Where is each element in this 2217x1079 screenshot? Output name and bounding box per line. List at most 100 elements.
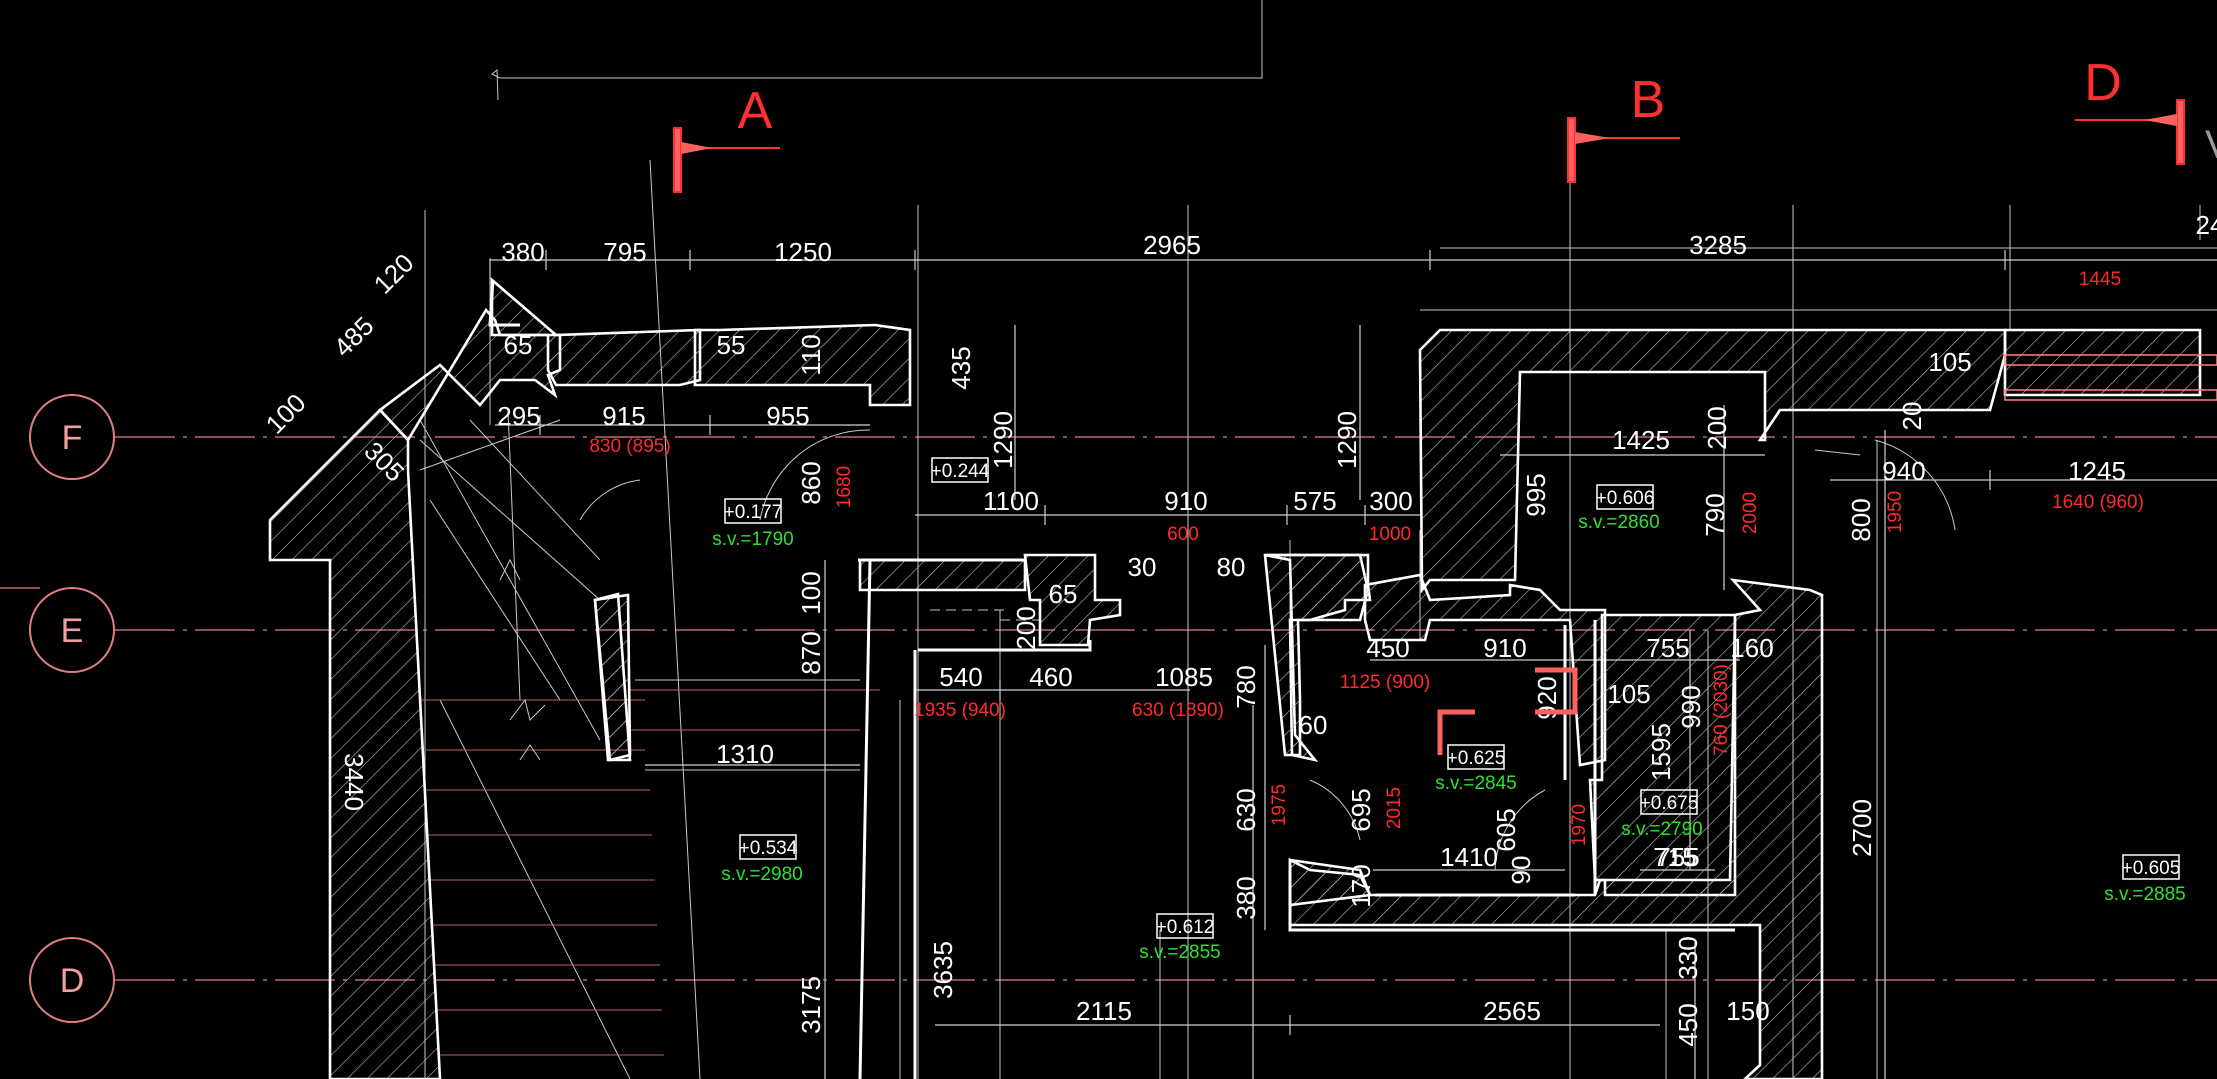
dim-text: 870: [796, 631, 826, 674]
dim-text: 80: [1217, 552, 1246, 582]
dim-text: 120: [368, 248, 420, 300]
dim-text: 3285: [1689, 230, 1747, 260]
red-dim-text: 1640 (960): [2052, 492, 2144, 513]
level-value: +0.244: [931, 461, 990, 482]
dim-text: 1085: [1155, 662, 1213, 692]
section-label-b: B: [1631, 71, 1666, 129]
level-marker: +0.625 s.v.=2845: [1435, 744, 1517, 794]
dim-text: 800: [1846, 498, 1876, 541]
red-dim-text: 760 (2030): [1711, 664, 1732, 756]
dim-text: 24: [2196, 210, 2217, 240]
section-markers: [673, 99, 2185, 193]
axis-bubble-f: [29, 394, 115, 480]
red-dim-text: 1950: [1885, 491, 1906, 533]
dim-text: 110: [796, 334, 826, 375]
window-north: [2004, 354, 2217, 401]
dim-text: 60: [1299, 710, 1328, 740]
dim-text: 755: [1656, 842, 1699, 872]
dim-text: 170: [1346, 864, 1376, 907]
dim-text: 295: [497, 401, 540, 431]
red-dim-text: 830 (895): [589, 436, 670, 457]
red-dim-text: 2000: [1740, 492, 1761, 534]
red-dim-text: 600: [1167, 524, 1199, 545]
section-mark-b: [1567, 117, 1576, 183]
dim-text: 1425: [1612, 425, 1670, 455]
dimension-lines: [489, 250, 2217, 1079]
dim-text: 3635: [928, 941, 958, 999]
dim-text: 150: [1726, 996, 1769, 1026]
level-value: +0.612: [1156, 917, 1215, 938]
dim-text: 105: [1928, 347, 1971, 377]
dim-text: 755: [1646, 633, 1689, 663]
dim-text: 380: [501, 237, 544, 267]
red-dim-text: 630 (1890): [1132, 700, 1224, 721]
dim-text: 1310: [716, 739, 774, 769]
dim-text: 1290: [988, 411, 1018, 469]
edge-glyph: V: [2205, 123, 2217, 167]
red-dim-text: 1000: [1369, 524, 1411, 545]
level-marker: +0.534 s.v.=2980: [721, 834, 803, 885]
axis-label-f: F: [62, 419, 83, 457]
dim-text: 380: [1231, 876, 1261, 919]
dim-text: 460: [1029, 662, 1072, 692]
dim-text: 1290: [1332, 411, 1362, 469]
red-dim-text: 1935 (940): [914, 700, 1006, 721]
level-value: +0.534: [739, 838, 798, 859]
level-sv: s.v.=2885: [2104, 884, 2186, 905]
red-dim-text: 1680: [834, 466, 855, 508]
dim-text: 450: [1673, 1003, 1703, 1046]
wall-stair-inner: [593, 592, 632, 762]
section-bracket: [1437, 667, 1578, 755]
axis-bubble-e: [29, 587, 115, 673]
grid-lines: [0, 436, 2217, 981]
wall-central-east: [1263, 553, 1372, 757]
dim-text: 200: [1011, 606, 1041, 649]
dim-text: 795: [603, 237, 646, 267]
wall-central-west: [858, 558, 1027, 592]
dim-text: 20: [1897, 402, 1927, 431]
dim-text: 715: [1653, 842, 1696, 872]
dim-text: 100: [796, 571, 826, 614]
level-sv: s.v.=1790: [712, 529, 794, 550]
dim-text: 1245: [2068, 456, 2126, 486]
dim-text: 160: [1730, 633, 1773, 663]
dim-text: 485: [328, 311, 380, 363]
wall-north-a: [490, 277, 702, 387]
level-value: +0.675: [1640, 793, 1699, 814]
red-dim-text: 1445: [2079, 269, 2121, 290]
level-markers: +0.177 s.v.=1790 +0.244 +0.606 s.v.=2860…: [712, 457, 2186, 963]
dim-text: 695: [1346, 788, 1376, 831]
dim-text: 915: [602, 401, 645, 431]
dim-text: 2700: [1847, 799, 1877, 857]
level-marker: +0.177 s.v.=1790: [712, 498, 794, 550]
dim-text: 30: [1128, 552, 1157, 582]
level-value: +0.177: [724, 502, 783, 523]
section-label-d: D: [2084, 54, 2122, 112]
dim-text: 990: [1676, 685, 1706, 728]
dim-text: 450: [1366, 633, 1409, 663]
dim-text: 3440: [339, 753, 369, 811]
level-marker: +0.675 s.v.=2790: [1621, 789, 1703, 840]
wall-landing-step: [1023, 553, 1122, 647]
dim-text: 105: [1607, 679, 1650, 709]
dim-text: 435: [946, 346, 976, 389]
axis-bubble-d: [29, 937, 115, 1023]
dim-text: 955: [766, 401, 809, 431]
level-sv: s.v.=2790: [1621, 819, 1703, 840]
dim-text: 540: [939, 662, 982, 692]
level-sv: s.v.=2980: [721, 864, 803, 885]
dim-text: 605: [1491, 808, 1521, 851]
dim-text: 910: [1164, 486, 1207, 516]
level-marker: +0.244: [931, 457, 990, 483]
axis-bubbles: [29, 394, 115, 1023]
dim-text: 2115: [1076, 996, 1132, 1026]
dim-text: 790: [1700, 493, 1730, 536]
dim-text: 200: [1702, 406, 1732, 449]
axis-label-d: D: [60, 962, 85, 1000]
dim-text: 65: [1049, 579, 1078, 609]
red-dimension-texts: 1445 830 (895) 1680 600 1000 2000 1950 1…: [589, 269, 2144, 846]
dim-text: 100: [260, 388, 312, 440]
wall-north-d: [2003, 328, 2202, 397]
